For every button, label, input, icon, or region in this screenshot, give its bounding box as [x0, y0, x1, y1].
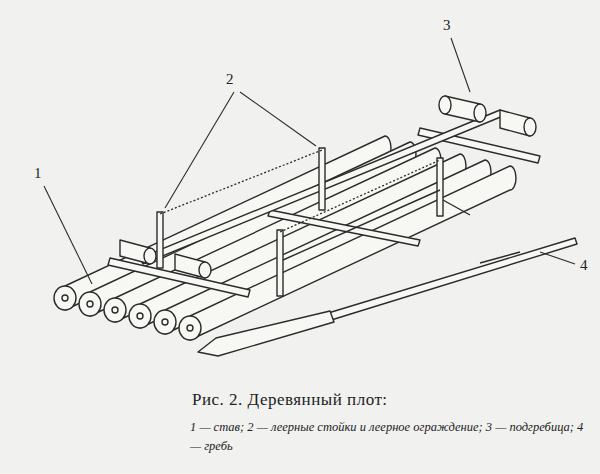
raft-frame: [108, 96, 540, 297]
callout-number: 4: [580, 256, 588, 274]
figure-caption: Рис. 2. Деревянный плот:: [192, 390, 388, 410]
rail-rope: [160, 150, 440, 232]
callout-number: 3: [443, 16, 451, 34]
oar: [198, 238, 577, 356]
callout-number: 1: [34, 164, 42, 182]
callout-number: 2: [226, 70, 234, 88]
parts-key: 1 — став; 2 — леерные стойки и леерное о…: [190, 418, 590, 457]
raft-logs: [54, 136, 516, 340]
leader-lines: [44, 38, 575, 284]
